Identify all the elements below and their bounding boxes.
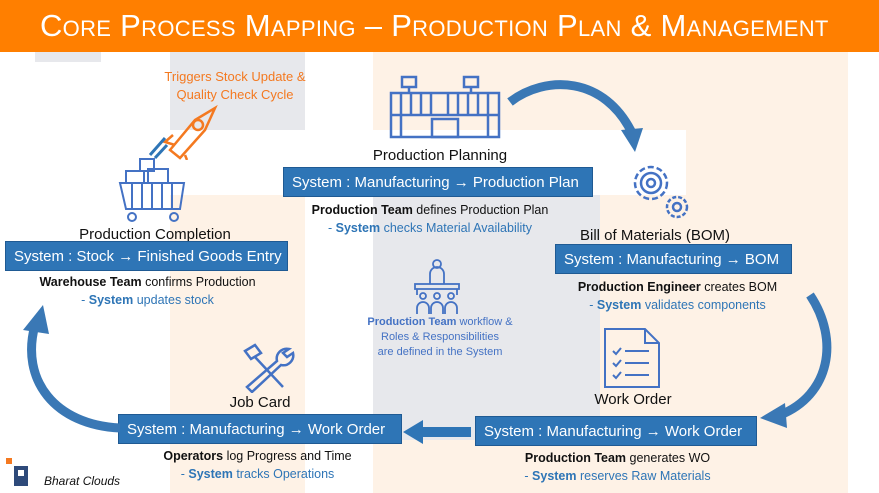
planning-label: Production Planning <box>372 147 508 164</box>
bg-shape <box>373 195 600 440</box>
brand-logo-icon <box>6 458 28 486</box>
factory-icon <box>389 75 501 139</box>
completion-system-box[interactable]: System : Stock → Finished Goods Entry <box>5 241 288 271</box>
bg-shape <box>170 52 305 130</box>
job-card-label: Job Card <box>229 394 291 411</box>
work-order-description: Production Team generates WO - System re… <box>524 451 711 483</box>
bom-description: Production Engineer creates BOM - System… <box>577 280 778 312</box>
brand-name: Bharat Clouds <box>44 474 121 488</box>
planning-system-box[interactable]: System : Manufacturing → Production Plan <box>283 167 593 197</box>
gears-icon <box>633 165 689 219</box>
rocket-icon <box>148 104 218 160</box>
job-card-system-box[interactable]: System : Manufacturing → Work Order <box>118 414 402 444</box>
bom-label: Bill of Materials (BOM) <box>579 227 731 244</box>
team-icon <box>414 259 460 314</box>
flow-arrow <box>403 420 471 444</box>
planning-description: Production Team defines Production Plan … <box>311 203 549 235</box>
bom-system-box[interactable]: System : Manufacturing → BOM <box>555 244 792 274</box>
trigger-note: Triggers Stock Update &Quality Check Cyc… <box>164 69 306 102</box>
tools-icon <box>243 343 295 393</box>
bg-shape <box>35 52 101 62</box>
center-note: Production Team workflow & Roles & Respo… <box>367 316 513 358</box>
cart-icon <box>118 158 186 222</box>
flow-arrow <box>507 80 643 152</box>
job-card-description: Operators log Progress and Time - System… <box>163 449 352 481</box>
completion-description: Warehouse Team confirms Production - Sys… <box>39 275 256 307</box>
flow-arrow <box>23 305 121 433</box>
document-icon <box>604 328 660 388</box>
flow-arrow <box>760 292 832 428</box>
page-title: Core Process Mapping – Production Plan &… <box>0 0 879 52</box>
completion-label: Production Completion <box>79 226 231 243</box>
work-order-system-box[interactable]: System : Manufacturing → Work Order <box>475 416 757 446</box>
work-order-label: Work Order <box>594 391 672 408</box>
